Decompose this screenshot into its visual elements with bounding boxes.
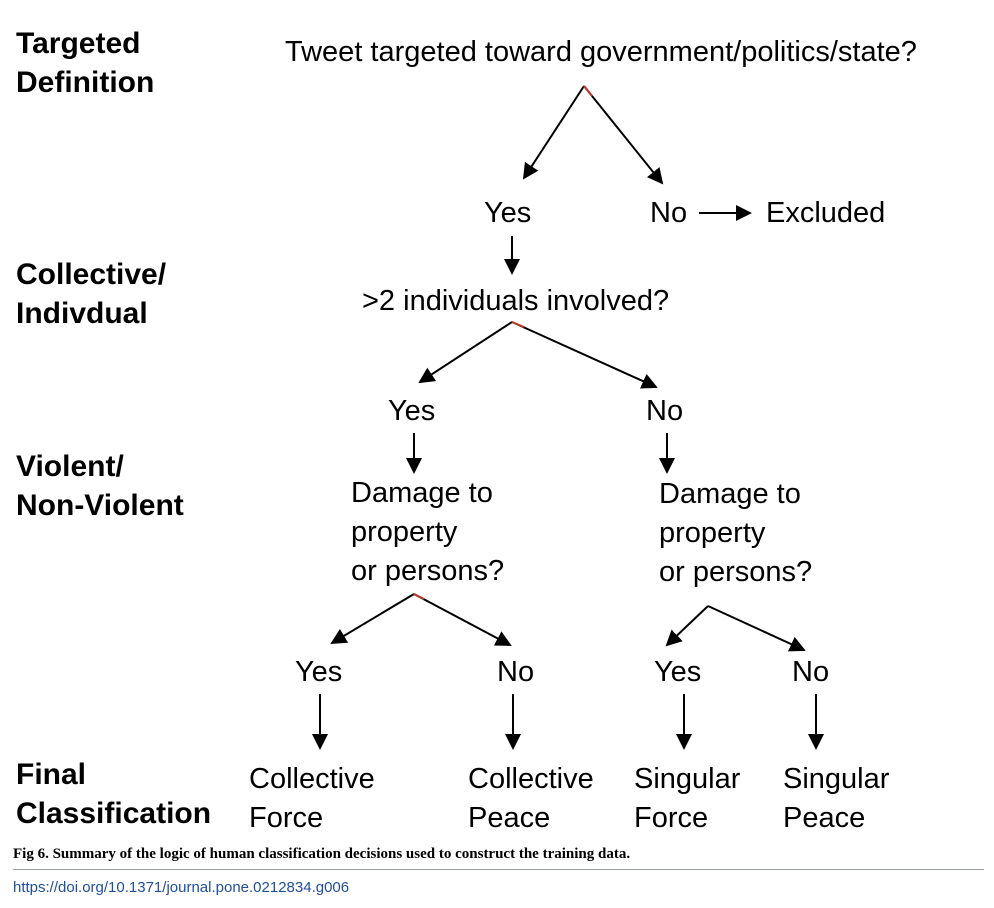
branch-point-q1 bbox=[583, 85, 593, 97]
outcome-collective-force: Collective Force bbox=[249, 763, 375, 834]
caption-divider bbox=[13, 869, 984, 870]
answer-q2-no: No bbox=[646, 395, 684, 427]
arrow-q4-yes bbox=[665, 605, 709, 647]
answer-q2-yes: Yes bbox=[388, 395, 436, 427]
outcome-singular-force: Singular Force bbox=[634, 763, 741, 834]
outcome-singular-peace: Singular Peace bbox=[783, 763, 890, 834]
question-damage-singular: Damage to property or persons? bbox=[659, 478, 813, 588]
doi-link[interactable]: https://doi.org/10.1371/journal.pone.021… bbox=[13, 879, 350, 896]
answer-q3-yes: Yes bbox=[295, 656, 343, 688]
figure-caption-text: Summary of the logic of human classifica… bbox=[52, 846, 631, 862]
arrow-q2-no bbox=[511, 321, 658, 389]
branch-point-q2 bbox=[511, 321, 525, 328]
arrow-q1-no bbox=[583, 85, 664, 185]
stage-label-violent-nonviolent: Violent/ Non-Violent bbox=[16, 450, 184, 522]
answer-q4-yes: Yes bbox=[654, 656, 702, 688]
decision-tree-arrows bbox=[312, 85, 824, 750]
arrow-q3-yes bbox=[330, 593, 415, 645]
excluded-label: Excluded bbox=[766, 197, 886, 229]
figure-caption: Fig 6. Summary of the logic of human cla… bbox=[13, 846, 630, 863]
outcome-collective-peace: Collective Peace bbox=[468, 763, 594, 834]
branch-point-q3 bbox=[413, 593, 425, 600]
decision-tree-figure: Targeted Definition Collective/ Indivdua… bbox=[16, 27, 917, 834]
arrow-q4-no bbox=[707, 605, 806, 652]
arrow-q3-no bbox=[413, 593, 512, 646]
question-individuals: >2 individuals involved? bbox=[362, 285, 670, 317]
arrow-q1-yes bbox=[522, 85, 585, 180]
stage-label-collective-individual: Collective/ Indivdual bbox=[16, 258, 167, 330]
stage-label-targeted-definition: Targeted Definition bbox=[16, 27, 155, 99]
answer-q1-yes: Yes bbox=[484, 197, 532, 229]
answer-q3-no: No bbox=[497, 656, 535, 688]
figure-number: Fig 6. bbox=[13, 846, 49, 862]
question-damage-collective: Damage to property or persons? bbox=[351, 477, 505, 587]
stage-label-final-classification: Final Classification bbox=[16, 758, 212, 830]
question-targeted: Tweet targeted toward government/politic… bbox=[285, 36, 917, 68]
answer-q4-no: No bbox=[792, 656, 830, 688]
answer-q1-no: No bbox=[650, 197, 688, 229]
arrow-q2-yes bbox=[418, 321, 513, 384]
